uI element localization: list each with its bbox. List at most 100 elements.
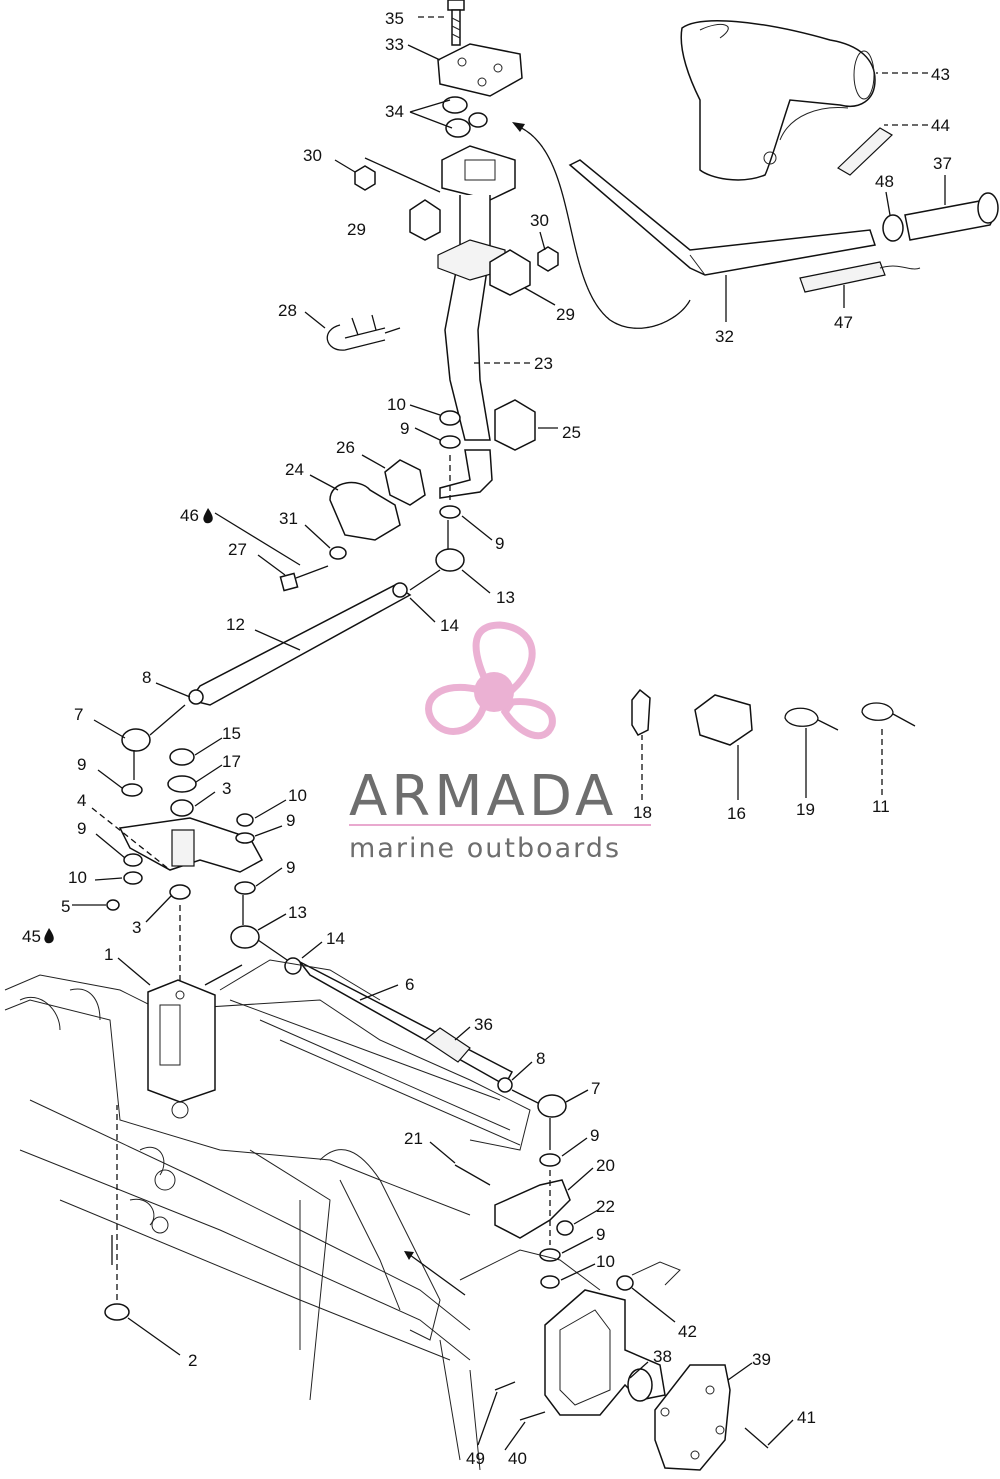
- bracket-1: [147, 979, 216, 1103]
- bushing-34: [442, 96, 488, 138]
- washer-9a: [439, 435, 461, 449]
- washer-9d: [235, 832, 255, 844]
- rivet-40: [519, 1411, 546, 1421]
- callout-8: 8: [536, 1049, 545, 1068]
- callout-18: 18: [633, 803, 652, 822]
- watermark-tagline: marine outboards: [349, 833, 621, 864]
- bolt-35: [447, 0, 465, 46]
- screw-41: [744, 1427, 769, 1449]
- washer-9b: [439, 505, 461, 519]
- nut-14b: [284, 957, 302, 975]
- nut-14a: [392, 582, 408, 598]
- callout-2: 2: [188, 1351, 197, 1370]
- callout-7: 7: [591, 1079, 600, 1098]
- callout-15: 15: [222, 724, 241, 743]
- callout-40: 40: [508, 1449, 527, 1468]
- callout-6: 6: [405, 975, 414, 994]
- plate-39: [654, 1364, 731, 1471]
- bushing-15: [169, 748, 195, 766]
- callout-14: 14: [326, 929, 345, 948]
- callout-23: 23: [534, 354, 553, 373]
- callout-20: 20: [596, 1156, 615, 1175]
- callout-17: 17: [222, 752, 241, 771]
- callout-9: 9: [495, 534, 504, 553]
- handlebar-32: [568, 159, 876, 276]
- bolt-27: [279, 565, 329, 592]
- callout-48: 48: [875, 172, 894, 191]
- propeller-logo-icon: [425, 621, 556, 740]
- callout-9: 9: [286, 858, 295, 877]
- callout-37: 37: [933, 154, 952, 173]
- sleeve-36: [423, 1027, 471, 1063]
- nut-30b: [537, 246, 559, 272]
- nipple-5: [106, 899, 120, 911]
- rod-12: [188, 584, 412, 706]
- cable-tie-11: [861, 702, 916, 727]
- callout-27: 27: [228, 540, 247, 559]
- callout-43: 43: [931, 65, 950, 84]
- callout-8: 8: [142, 668, 151, 687]
- washer-10a: [439, 410, 461, 426]
- washer-10c: [123, 871, 143, 885]
- washer-9g: [539, 1153, 561, 1167]
- drop-icon: [44, 928, 54, 944]
- callout-44: 44: [931, 116, 950, 135]
- ball-joint-13a: [435, 548, 465, 572]
- callout-7: 7: [74, 705, 83, 724]
- bracket-24: [329, 481, 401, 541]
- grip-44: [837, 127, 893, 176]
- callout-12: 12: [226, 615, 245, 634]
- callout-9: 9: [77, 819, 86, 838]
- callout-41: 41: [797, 1408, 816, 1427]
- callout-9: 9: [286, 811, 295, 830]
- callout-39: 39: [752, 1350, 771, 1369]
- callout-11: 11: [872, 797, 890, 816]
- callout-49: 49: [466, 1449, 485, 1468]
- seal-42: [616, 1275, 634, 1291]
- callout-21: 21: [404, 1129, 423, 1148]
- nut-30: [354, 165, 376, 191]
- callout-3: 3: [132, 918, 141, 937]
- callout-29: 29: [347, 220, 366, 239]
- callout-33: 33: [385, 35, 404, 54]
- screw-21: [454, 1164, 491, 1186]
- washer-9c: [121, 783, 143, 797]
- callout-1: 1: [104, 945, 113, 964]
- callout-47: 47: [834, 313, 853, 332]
- hull-frame: [4, 959, 601, 1471]
- ball-joint-13b: [230, 925, 260, 949]
- callout-10: 10: [596, 1252, 615, 1271]
- callout-10: 10: [68, 868, 87, 887]
- washer-17: [167, 775, 197, 793]
- nut-22: [556, 1220, 574, 1236]
- clamp-33: [437, 43, 523, 97]
- washer-9f: [234, 881, 256, 895]
- callout-31: 31: [279, 509, 298, 528]
- callout-30: 30: [303, 146, 322, 165]
- callout-9: 9: [596, 1225, 605, 1244]
- callout-42: 42: [678, 1322, 697, 1341]
- callout-28: 28: [278, 301, 297, 320]
- watermark-brand: ARMADA: [349, 764, 617, 829]
- callout-10: 10: [288, 786, 307, 805]
- nut-8b: [497, 1077, 513, 1093]
- callout-4: 4: [77, 791, 86, 810]
- callout-45: 45: [22, 927, 41, 946]
- washer-10d: [540, 1275, 560, 1289]
- rivet-49: [494, 1381, 516, 1391]
- callout-16: 16: [727, 804, 746, 823]
- washer-31: [329, 546, 347, 560]
- callout-25: 25: [562, 423, 581, 442]
- drop-icon: [203, 508, 213, 524]
- callout-38: 38: [653, 1347, 672, 1366]
- callout-9: 9: [400, 419, 409, 438]
- bushing-3b: [169, 884, 191, 900]
- arm-20: [494, 1179, 571, 1239]
- callout-46: 46: [180, 506, 199, 525]
- callout-19: 19: [796, 800, 815, 819]
- ball-joint-7a: [121, 728, 151, 752]
- clip-29-left: [409, 199, 441, 241]
- washer-9e: [123, 853, 143, 867]
